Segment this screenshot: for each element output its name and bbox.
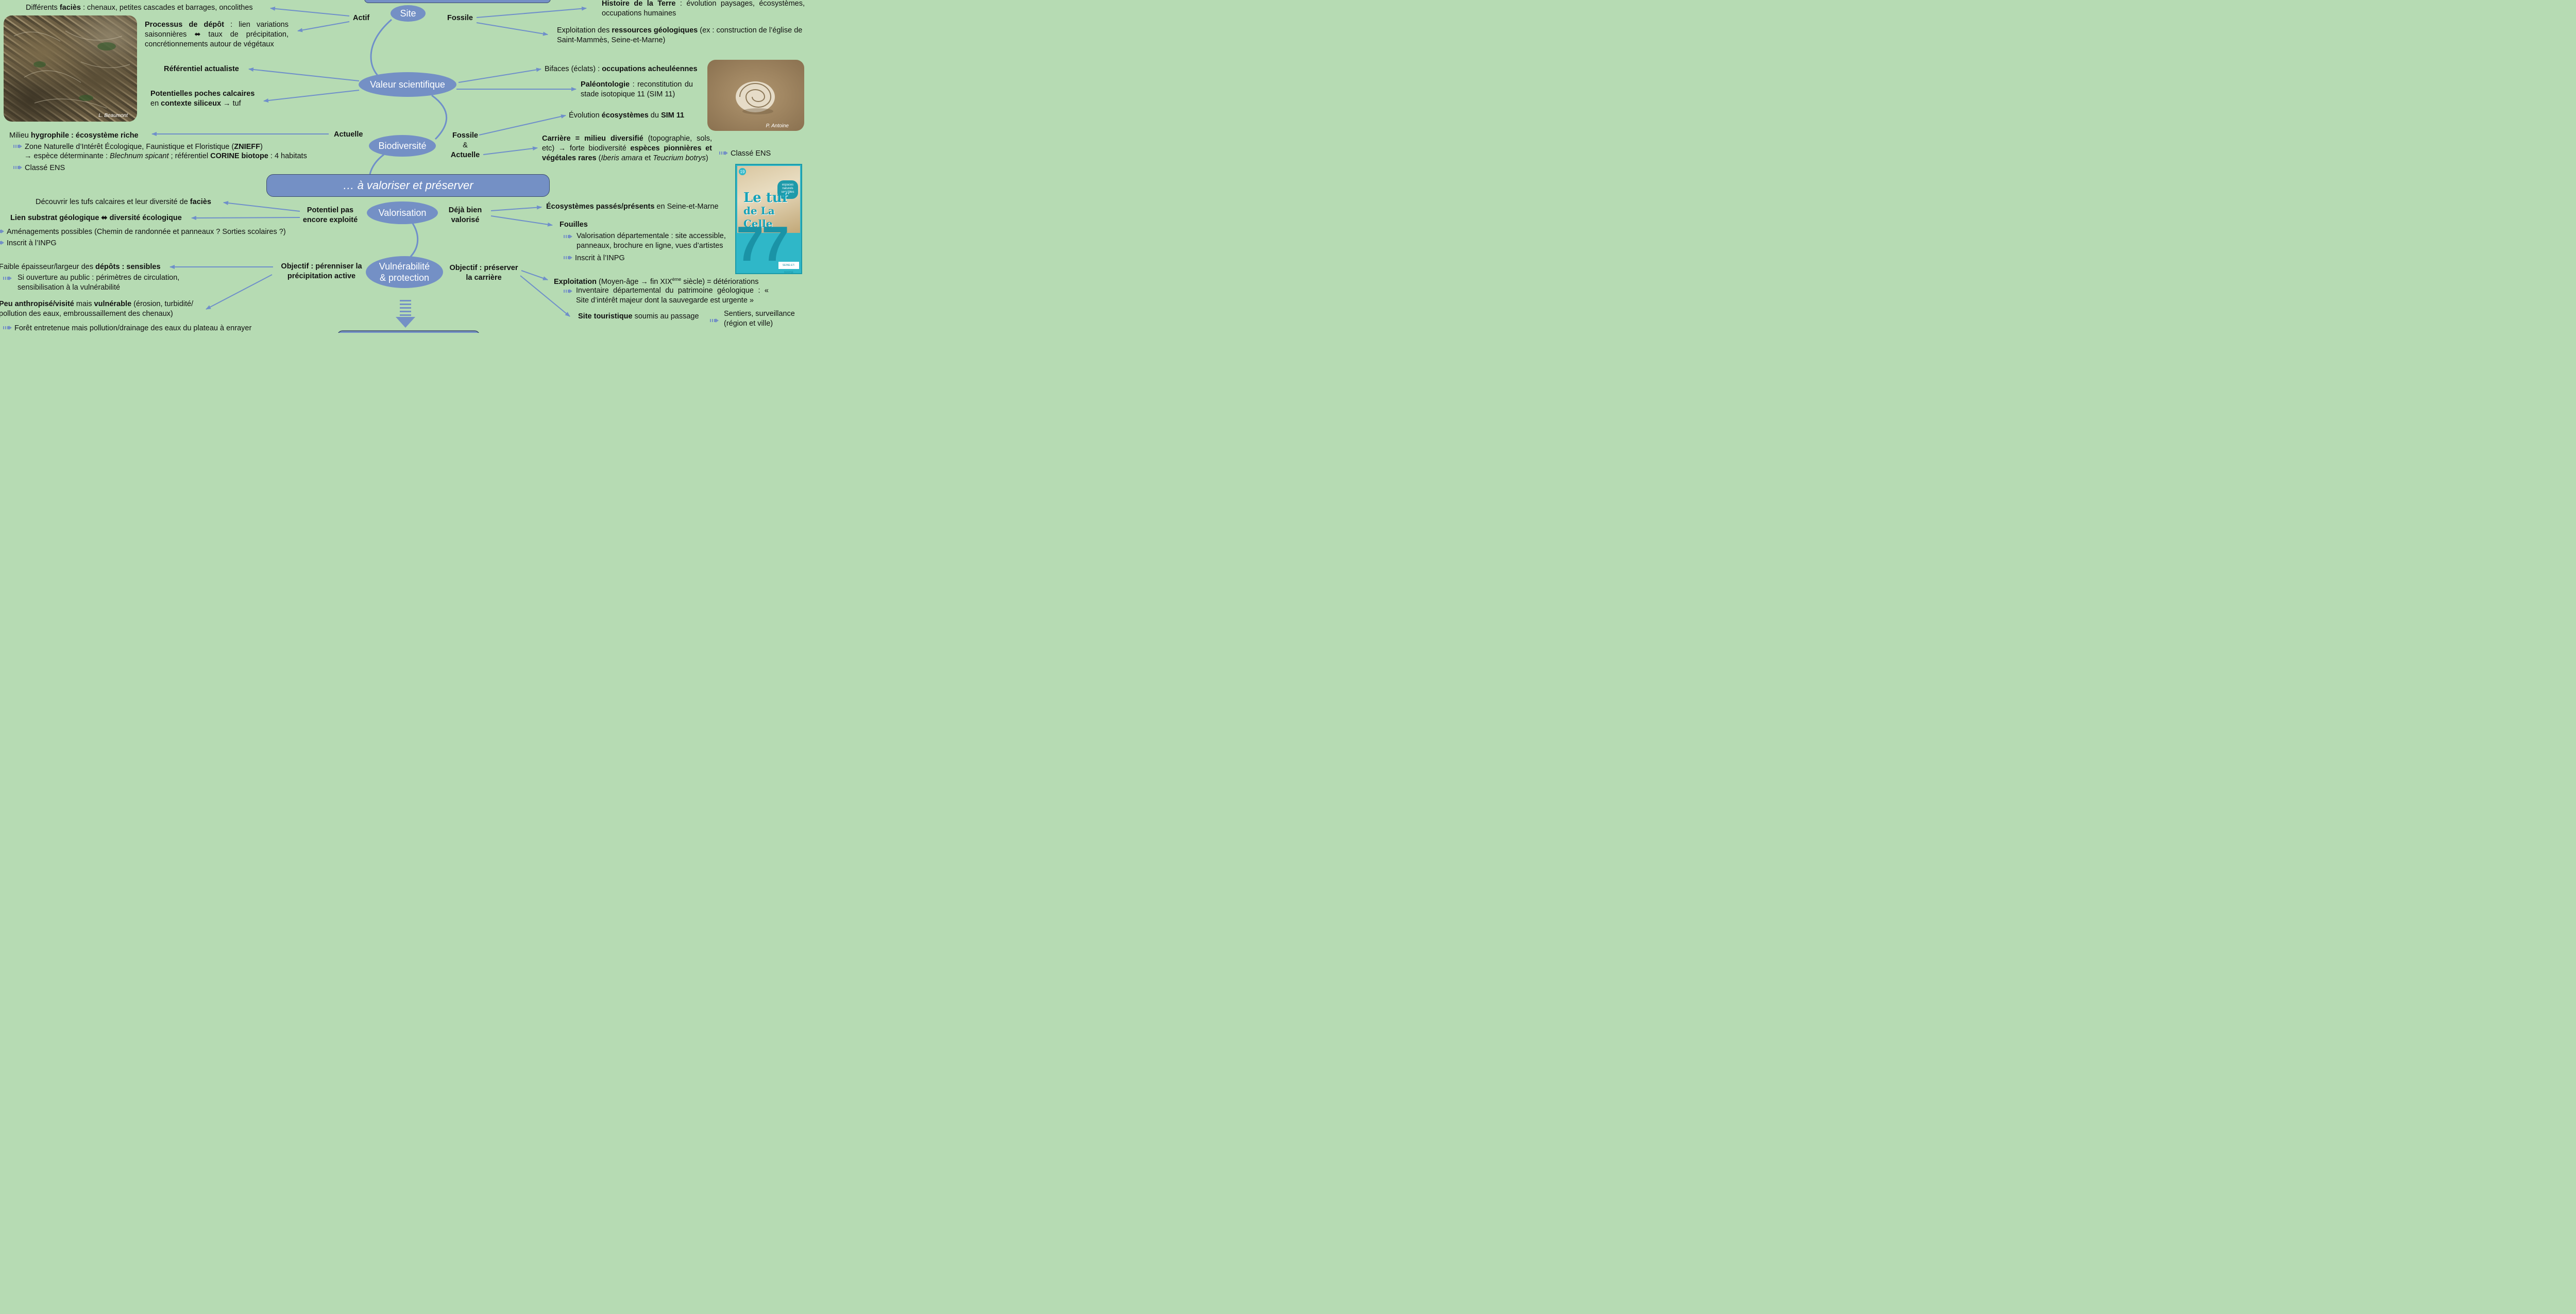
- arrow-bullet-icon: [0, 229, 4, 234]
- bio-milieu: Milieu hygrophile : écosystème riche: [9, 131, 139, 140]
- vuln-touristique: Site touristique soumis au passage: [578, 312, 699, 321]
- photo-credit-antoine: P. Antoine: [766, 123, 789, 129]
- photo-credit-beaumont: L. Beaumont: [98, 113, 128, 119]
- brochure-footer: SEINE-ET-MARNE: [778, 262, 799, 273]
- arrow-bullet-icon: [564, 256, 572, 260]
- node-valorisation: Valorisation: [367, 201, 438, 224]
- valeur-evolution: Évolution écosystèmes du SIM 11: [569, 111, 685, 120]
- bio-carriere: Carrière = milieu diversifié (topographi…: [542, 134, 712, 162]
- bio-espece: → espèce déterminante : Blechnum spicant…: [24, 152, 307, 160]
- bio-classe-ens-left: Classé ENS: [13, 163, 65, 173]
- node-vulnerabilite-label-2: & protection: [379, 273, 430, 283]
- valeur-bifaces: Bifaces (éclats) : occupations acheuléen…: [545, 65, 698, 73]
- arrow-bullet-icon: [0, 241, 4, 245]
- vuln-sentiers: Sentiers, surveillance (région et ville): [724, 310, 795, 328]
- valo-ecosystemes: Écosystèmes passés/présents en Seine-et-…: [546, 203, 719, 211]
- bottom-banner: [338, 330, 479, 333]
- node-biodiversite: Biodiversité: [369, 135, 436, 157]
- valeur-paleontologie: Paléontologie : reconstitution du stade …: [581, 80, 693, 98]
- valo-departementale: Valorisation départementale : site acces…: [564, 231, 747, 251]
- arrow-bullet-icon: [564, 289, 572, 293]
- photo-texture: [13, 30, 130, 109]
- connector-lines: [151, 6, 587, 333]
- valo-fouilles: Fouilles: [560, 221, 588, 229]
- valeur-referentiel: Référentiel actualiste: [164, 65, 239, 73]
- vuln-exploitation: Exploitation (Moyen-âge → fin XIXème siè…: [554, 277, 759, 286]
- node-valorisation-label: Valorisation: [378, 207, 427, 218]
- top-banner-edge: [364, 0, 551, 3]
- node-biodiversite-label: Biodiversité: [378, 140, 427, 151]
- node-vulnerabilite: Vulnérabilité & protection: [366, 256, 443, 288]
- label-obj-preserver: Objectif : préserver la carrière: [449, 264, 518, 282]
- node-vulnerabilite-label-1: Vulnérabilité: [379, 261, 430, 272]
- label-obj-perenniser: Objectif : pérenniser la précipitation a…: [281, 262, 362, 280]
- arrow-bullet-icon: [710, 318, 719, 323]
- brochure-number: 19: [739, 168, 746, 175]
- node-site: Site: [391, 5, 426, 22]
- vuln-faible: Faible épaisseur/largeur des dépôts : se…: [0, 263, 161, 271]
- site-histoire: Histoire de la Terre : évolution paysage…: [602, 0, 805, 18]
- brochure-77: 77: [736, 216, 789, 272]
- banner-text: … à valoriser et préserver: [343, 179, 473, 192]
- arrow-bullet-icon: [3, 326, 12, 330]
- valo-inpg-left: Inscrit à l’INPG: [0, 239, 57, 248]
- arrow-bullet-icon: [3, 276, 12, 280]
- vuln-ouverture: Si ouverture au public : périmètres de c…: [3, 273, 213, 293]
- node-site-label: Site: [400, 8, 416, 19]
- banner-valoriser: … à valoriser et préserver: [266, 174, 550, 197]
- arrow-bullet-icon: [564, 234, 572, 239]
- valo-decouvrir: Découvrir les tufs calcaires et leur div…: [36, 198, 211, 206]
- node-valeur-scientifique: Valeur scientifique: [359, 72, 456, 97]
- arrow-bullet-icon: [13, 144, 22, 149]
- node-valeur-label: Valeur scientifique: [370, 79, 445, 90]
- label-bio-fossile-actuelle: Fossile&Actuelle: [450, 131, 480, 159]
- site-exploitation: Exploitation des ressources géologiques …: [557, 26, 803, 44]
- label-potentiel: Potentiel pas encore exploité: [302, 206, 358, 224]
- snail-shell-icon: [736, 81, 775, 114]
- vuln-peu-anthropise: Peu anthropisé/visité mais vulnérable (é…: [0, 300, 194, 318]
- label-site-fossile: Fossile: [447, 14, 473, 22]
- site-facies: Différents faciès : chenaux, petites cas…: [26, 4, 253, 12]
- photo-snail-shell: P. Antoine: [707, 60, 804, 131]
- arrow-bullet-icon: [719, 151, 728, 156]
- arrows: [151, 6, 587, 317]
- site-processus: Processus de dépôt : lien variations sai…: [145, 21, 289, 48]
- valo-inpg-right: Inscrit à l’INPG: [564, 254, 625, 263]
- vuln-foret: Forêt entretenue mais pollution/drainage…: [3, 324, 251, 333]
- valo-amenagements: Aménagements possibles (Chemin de randon…: [0, 227, 286, 237]
- arrow-bullet-icon: [13, 165, 22, 170]
- bio-znieff: Zone Naturelle d’Intérêt Écologique, Fau…: [13, 142, 263, 152]
- bio-classe-ens-right: Classé ENS: [719, 149, 771, 159]
- photo-tuf-vegetation: L. Beaumont: [4, 15, 137, 122]
- vuln-inventaire: Inventaire départemental du patrimoine g…: [564, 286, 769, 306]
- down-arrow-icon: [396, 300, 415, 328]
- label-bio-actuelle: Actuelle: [334, 130, 363, 139]
- label-deja-valorise: Déjà bien valorisé: [448, 206, 482, 224]
- valo-lien: Lien substrat géologique ⬌ diversité éco…: [10, 214, 182, 222]
- brochure-photo: [737, 166, 800, 233]
- label-actif: Actif: [353, 14, 370, 22]
